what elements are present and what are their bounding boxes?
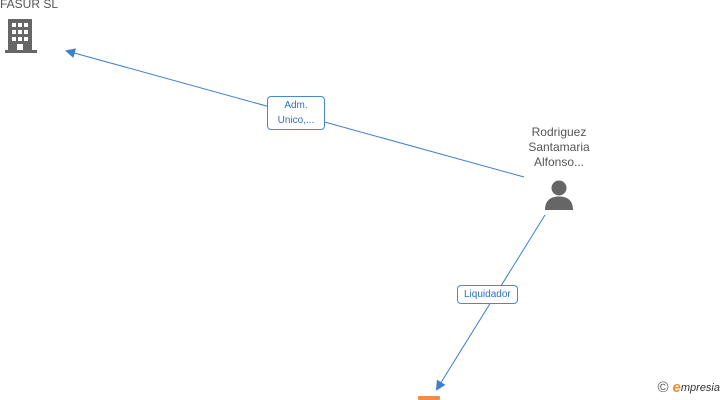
edge-label-adm-unico[interactable]: Adm. Unico,...: [267, 96, 325, 130]
edge-label-liquidador[interactable]: Liquidador: [457, 285, 518, 304]
brand-logo-text: mpresia: [680, 381, 720, 394]
copyright-icon: ©: [657, 379, 669, 396]
person-label-line1: Rodriguez: [531, 125, 587, 139]
empresia-watermark: © e mpresia: [657, 379, 720, 396]
building-icon[interactable]: [5, 19, 37, 53]
person-label[interactable]: Rodriguez Santamaria Alfonso...: [509, 125, 609, 170]
edge-label-adm-line2: Unico,...: [277, 115, 315, 126]
brand-logo-initial: e: [672, 379, 681, 396]
person-label-line2: Santamaria: [528, 140, 590, 154]
edge-label-adm-line1: Adm.: [284, 100, 308, 111]
person-icon[interactable]: [543, 179, 575, 211]
person-label-line3: Alfonso...: [533, 155, 585, 169]
company-label[interactable]: FASUR SL: [0, 0, 59, 11]
company-node-partial[interactable]: [418, 396, 440, 400]
